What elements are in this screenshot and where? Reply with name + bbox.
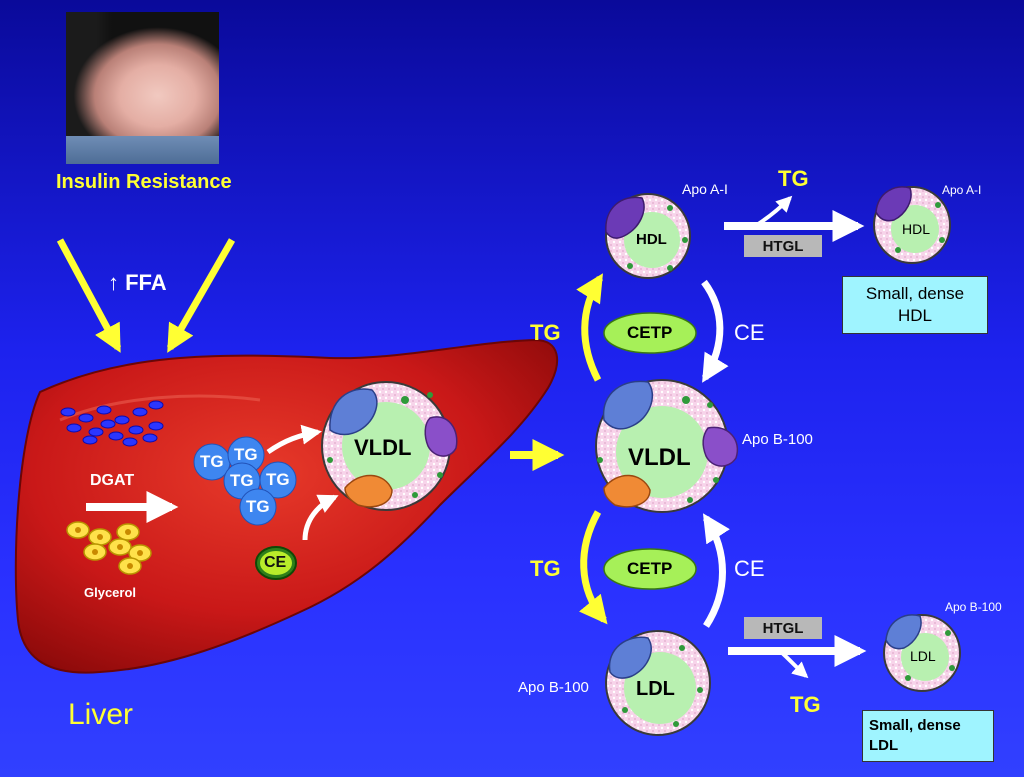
- center-vldl-apo-label: Apo B-100: [742, 431, 813, 448]
- blue-cells-cluster: [60, 400, 164, 447]
- ffa-arrow-left: [56, 238, 122, 353]
- ce-liver-label: CE: [264, 554, 287, 571]
- ldl-tg-release-arrow: [778, 649, 809, 679]
- tg-to-vldl-arrow: [266, 424, 322, 455]
- small-ldl-apo-label: Apo B-100: [945, 600, 1002, 614]
- lower-ce-label: CE: [734, 556, 765, 581]
- ldl-label: LDL: [636, 678, 675, 700]
- lower-cetp-label: CETP: [627, 559, 673, 578]
- ldl-tg-released-label: TG: [790, 692, 821, 717]
- ffa-arrow-right: [166, 238, 236, 353]
- apo-ai-label: Apo A-I: [682, 181, 728, 197]
- glycerol-label: Glycerol: [84, 585, 137, 600]
- small-ldl-particle: [883, 614, 961, 692]
- tg-cluster: [193, 436, 297, 526]
- hdl-htgl-label: HTGL: [744, 235, 822, 257]
- tg-bubble-label: TG: [246, 497, 270, 516]
- ldl-htgl-label: HTGL: [744, 617, 822, 639]
- tg-bubble-label: TG: [266, 470, 290, 489]
- small-hdl-particle: [873, 186, 951, 264]
- insulin-resistance-caption: Insulin Resistance: [56, 171, 232, 193]
- tg-bubble-label: TG: [230, 471, 254, 490]
- tg-bubble-label: TG: [200, 452, 224, 471]
- ce-to-vldl-arrow: [302, 494, 339, 541]
- tg-bubble-label: TG: [234, 445, 258, 464]
- hdl-tg-released-label: TG: [778, 166, 809, 191]
- cetp-top: [603, 312, 697, 354]
- hdl-label: HDL: [636, 231, 667, 248]
- ldl-apo-label: Apo B-100: [518, 679, 589, 696]
- upper-cetp-label: CETP: [627, 323, 673, 342]
- small-hdl-apo-label: Apo A-I: [942, 183, 982, 197]
- center-vldl-particle: [595, 379, 739, 513]
- liver-label: Liver: [68, 698, 134, 731]
- ldl-to-vldl-ce-arrow: [702, 513, 730, 628]
- small-hdl-label: HDL: [902, 221, 931, 237]
- ffa-label: ↑ FFA: [108, 270, 167, 295]
- lower-tg-label: TG: [530, 556, 561, 581]
- vldl-to-hdl-tg-arrow: [576, 273, 603, 382]
- upper-ce-label: CE: [734, 320, 765, 345]
- small-dense-ldl-box: Small, dense LDL: [862, 710, 994, 762]
- liver-highlight: [59, 394, 261, 422]
- small-ldl-label: LDL: [910, 648, 936, 664]
- hdl-to-vldl-ce-arrow: [701, 279, 729, 383]
- cetp-bottom: [603, 548, 697, 590]
- vldl-to-ldl-tg-arrow: [579, 510, 608, 625]
- liver-vldl-particle: [321, 381, 458, 511]
- jeans-image: [66, 136, 219, 164]
- center-vldl-label: VLDL: [628, 444, 691, 471]
- hdl-particle: [605, 193, 691, 279]
- small-dense-hdl-box: Small, dense HDL: [842, 276, 988, 334]
- ldl-particle: [605, 630, 711, 736]
- liver-vldl-label: VLDL: [354, 435, 412, 460]
- dgat-label: DGAT: [90, 472, 135, 489]
- upper-tg-label: TG: [530, 320, 561, 345]
- abdomen-photo: [66, 12, 219, 164]
- hdl-tg-release-arrow: [753, 195, 793, 228]
